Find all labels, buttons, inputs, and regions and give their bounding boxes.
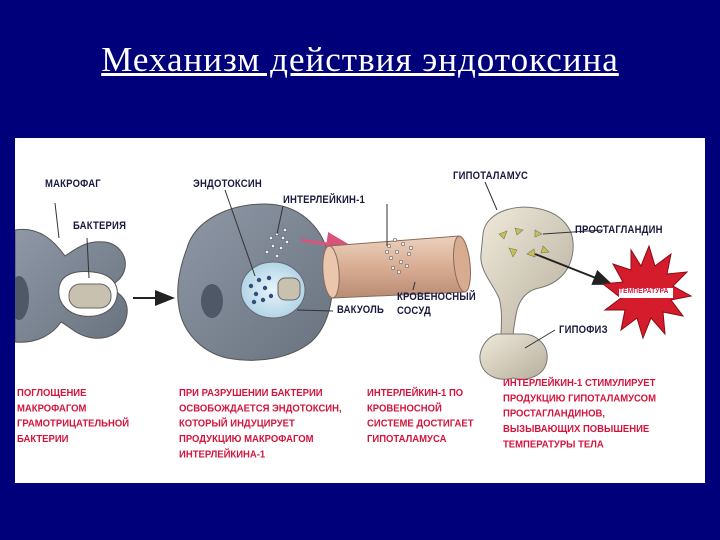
bacterium-shape (68, 283, 112, 309)
label-bacterium: БАКТЕРИЯ (73, 220, 127, 233)
label-interleukin: ИНТЕРЛЕЙКИН-1 (283, 194, 365, 207)
diagram-panel: МАКРОФАГ БАКТЕРИЯ ЭНДОТОКСИН ИНТЕРЛЕЙКИН… (15, 138, 705, 483)
vessel-interleukin-particles (384, 237, 414, 275)
vacuole-shape (240, 261, 306, 319)
blood-vessel (328, 235, 466, 299)
arrow-to-fever (534, 253, 613, 285)
label-macrophage: МАКРОФАГ (45, 178, 101, 191)
label-prostaglandin: ПРОСТАГЛАНДИН (575, 224, 663, 237)
digested-bacterium (277, 277, 301, 301)
label-blood-vessel-1: КРОВЕНОСНЫЙ (397, 291, 476, 304)
label-endotoxin: ЭНДОТОКСИН (193, 178, 262, 191)
nucleus (201, 284, 223, 318)
macrophage-nucleus-partial (15, 276, 29, 320)
caption-step4: ИНТЕРЛЕЙКИН-1 СТИМУЛИРУЕТ ПРОДУКЦИЮ ГИПО… (503, 377, 656, 451)
label-temperature: ТЕМПЕРАТУРА (619, 287, 669, 296)
label-vacuole: ВАКУОЛЬ (337, 304, 385, 317)
hypothalamus-shape (480, 206, 574, 339)
slide-title: Механизм действия эндотоксина (101, 40, 619, 79)
label-blood-vessel-2: СОСУД (397, 305, 431, 318)
caption-step2: ПРИ РАЗРУШЕНИИ БАКТЕРИИ ОСВОБОЖДАЕТСЯ ЭН… (179, 387, 342, 461)
caption-step3: ИНТЕРЛЕЙКИН-1 ПО КРОВЕНОСНОЙ СИСТЕМЕ ДОС… (367, 387, 474, 446)
endotoxin-particles (248, 275, 274, 305)
label-hypothalamus: ГИПОТАЛАМУС (453, 170, 529, 183)
diagram-svg (15, 181, 693, 380)
label-pituitary: ГИПОФИЗ (559, 324, 608, 337)
caption-step1: ПОГЛОЩЕНИЕ МАКРОФАГОМ ГРАМОТРИЦАТЕЛЬНОЙ … (17, 387, 130, 446)
interleukin-particles (264, 227, 290, 259)
prostaglandin-triangles (498, 227, 550, 258)
